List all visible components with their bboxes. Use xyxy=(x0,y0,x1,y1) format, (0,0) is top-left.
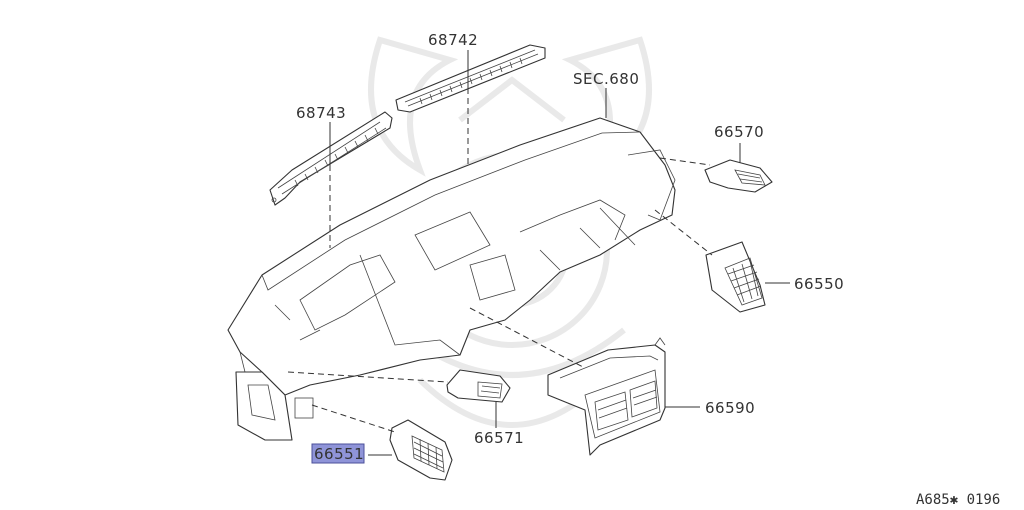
label-66590[interactable]: 66590 xyxy=(705,399,755,417)
diagram-code: A685✱ 0196 xyxy=(916,492,1000,508)
label-66551[interactable]: 66551 xyxy=(314,445,364,463)
label-66570[interactable]: 66570 xyxy=(714,123,764,141)
label-66550[interactable]: 66550 xyxy=(794,275,844,293)
assembly-dash-lines xyxy=(287,88,713,433)
defroster-grille-68742 xyxy=(395,44,546,113)
label-68742[interactable]: 68742 xyxy=(428,31,478,49)
center-vent-66590 xyxy=(547,337,666,456)
label-66571[interactable]: 66571 xyxy=(474,429,524,447)
label-68743[interactable]: 68743 xyxy=(296,104,346,122)
side-grille-68743 xyxy=(269,111,393,206)
side-vent-66570 xyxy=(704,159,773,193)
instrument-panel xyxy=(227,117,676,441)
vent-66550 xyxy=(705,241,766,313)
vent-66551 xyxy=(389,419,453,481)
side-vent-66571 xyxy=(446,369,511,403)
leader-lines xyxy=(329,50,790,456)
highlight-66551 xyxy=(311,443,365,464)
label-sec-680[interactable]: SEC.680 xyxy=(573,70,639,88)
